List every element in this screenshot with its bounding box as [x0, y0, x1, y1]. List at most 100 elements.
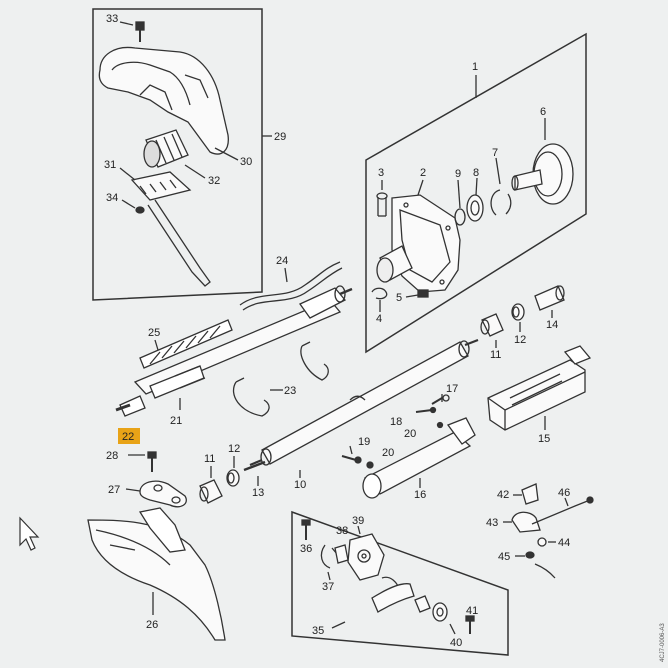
label-part-36: 36 [300, 543, 312, 555]
label-part-11a: 11 [490, 349, 501, 361]
label-part-10: 10 [294, 479, 306, 491]
fitting-42[interactable] [513, 483, 539, 505]
label-part-40: 40 [450, 637, 462, 649]
label-part-16: 16 [414, 489, 426, 501]
label-part-20a: 20 [404, 428, 416, 440]
washer-9[interactable] [454, 179, 466, 226]
label-part-12a: 12 [514, 334, 526, 346]
gearhead-assembly-box [365, 32, 587, 354]
label-part-1: 1 [472, 61, 478, 73]
label-part-8: 8 [473, 167, 479, 179]
label-part-4: 4 [376, 313, 382, 325]
label-part-6: 6 [540, 106, 546, 118]
spring-4[interactable] [371, 287, 388, 312]
label-part-27: 27 [108, 484, 120, 496]
label-part-42: 42 [497, 489, 509, 501]
label-part-7: 7 [492, 147, 498, 159]
nut-44[interactable] [537, 537, 556, 547]
bracket-43[interactable] [503, 511, 541, 533]
screw-36[interactable] [301, 519, 311, 540]
label-part-32: 32 [208, 175, 220, 187]
shaft-end-22[interactable] [115, 403, 131, 412]
label-part-24: 24 [276, 255, 288, 267]
handle-part-30[interactable] [98, 46, 239, 161]
sleeve-12-upper[interactable] [511, 303, 525, 332]
screw-33[interactable] [119, 21, 145, 42]
label-part-31: 31 [104, 159, 116, 171]
label-part-13: 13 [252, 487, 264, 499]
throttle-trigger-39[interactable] [347, 525, 415, 613]
label-part-17: 17 [446, 383, 458, 395]
circlip-7[interactable] [490, 157, 512, 216]
label-part-3: 3 [378, 167, 384, 179]
screws-17-18-20[interactable] [415, 394, 450, 429]
coupler-11-upper[interactable] [480, 313, 504, 348]
nut-20-lower[interactable] [366, 461, 374, 469]
coupler-11-lower[interactable] [199, 466, 223, 504]
wire-45[interactable] [515, 551, 556, 579]
shaft-13[interactable] [243, 460, 266, 486]
bearing-8[interactable] [466, 177, 484, 222]
clip-38[interactable] [334, 544, 349, 564]
handle-assembly-box [92, 8, 272, 301]
screw-28[interactable] [128, 451, 157, 472]
tube-10[interactable] [249, 338, 479, 478]
label-part-26: 26 [146, 619, 158, 631]
throttle-assembly-box [291, 510, 509, 656]
highlight-marker-22 [118, 428, 140, 444]
tube-16[interactable] [362, 417, 476, 499]
sleeve-12-lower[interactable] [226, 456, 240, 487]
label-part-41: 41 [466, 605, 478, 617]
screw-41[interactable] [465, 615, 475, 634]
label-part-39: 39 [352, 515, 364, 527]
cable-harness-24[interactable] [239, 261, 343, 311]
label-part-2: 2 [420, 167, 426, 179]
label-part-5: 5 [396, 292, 402, 304]
cable-46[interactable] [531, 496, 594, 525]
washer-40[interactable] [414, 595, 456, 635]
label-part-19: 19 [358, 436, 370, 448]
label-part-45: 45 [498, 551, 510, 563]
label-part-21: 21 [170, 415, 182, 427]
label-part-9: 9 [455, 168, 461, 180]
label-part-15: 15 [538, 433, 550, 445]
label-part-12b: 12 [228, 443, 240, 455]
screw-5[interactable] [405, 289, 429, 298]
reference-code: 4CJ7-0006-A3 [660, 623, 666, 662]
screw-19[interactable] [341, 445, 362, 464]
label-part-44: 44 [558, 537, 570, 549]
label-part-38: 38 [336, 525, 348, 537]
label-part-23: 23 [284, 385, 296, 397]
label-part-22[interactable]: 22 [122, 431, 134, 443]
label-part-18: 18 [390, 416, 402, 428]
shaft-tube-21[interactable] [119, 285, 353, 417]
label-part-34: 34 [106, 192, 118, 204]
label-part-29: 29 [274, 131, 286, 143]
sleeve-32[interactable] [143, 129, 206, 179]
label-part-25: 25 [148, 327, 160, 339]
label-part-37: 37 [322, 581, 334, 593]
label-part-30: 30 [240, 156, 252, 168]
mouse-cursor-icon [19, 516, 40, 551]
screw-34[interactable] [121, 199, 145, 214]
deflector-26[interactable] [87, 507, 226, 641]
label-part-33: 33 [106, 13, 118, 25]
label-part-14: 14 [546, 319, 558, 331]
bracket-23[interactable] [232, 341, 329, 417]
drive-hub-6[interactable] [511, 118, 574, 205]
clamp-31[interactable] [119, 167, 211, 287]
clamp-27[interactable] [125, 480, 187, 508]
label-part-11b: 11 [204, 453, 215, 465]
label-part-20b: 20 [382, 447, 394, 459]
part-labels: 33 29 30 31 32 34 1 6 3 2 9 8 7 5 4 24 2… [104, 13, 666, 662]
drive-shaft-25[interactable] [139, 319, 233, 369]
plug-14[interactable] [534, 285, 565, 318]
label-part-46: 46 [558, 487, 570, 499]
label-part-43: 43 [486, 517, 498, 529]
label-part-35: 35 [312, 625, 324, 637]
label-part-28: 28 [106, 450, 118, 462]
housing-15[interactable] [487, 345, 592, 431]
gear-housing-2[interactable] [376, 179, 461, 293]
pin-3[interactable] [376, 180, 388, 217]
